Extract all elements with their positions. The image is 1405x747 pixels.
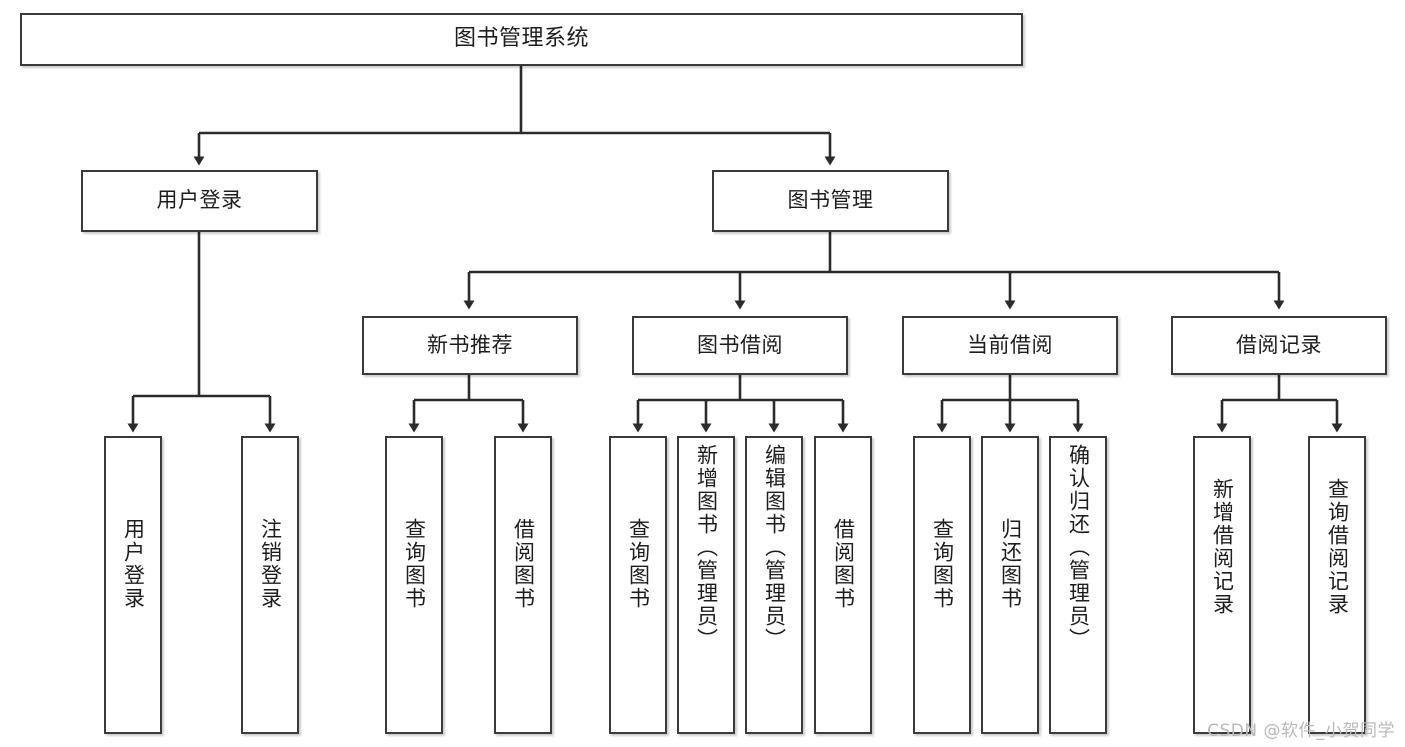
node-label: 查询图书	[402, 518, 427, 610]
node-label: 图书借阅	[697, 332, 783, 357]
node-user-login[interactable]: 用户登录	[81, 170, 318, 232]
node-label: 注销登录	[258, 518, 283, 610]
leaf-borrow-record-add[interactable]: 新增借阅记录	[1193, 436, 1251, 734]
leaf-book-borrow-borrow[interactable]: 借阅图书	[814, 436, 872, 734]
node-label: 用户登录	[121, 518, 146, 610]
node-label: 查询借阅记录	[1325, 478, 1350, 616]
leaf-current-borrow-return[interactable]: 归还图书	[981, 436, 1039, 734]
leaf-current-borrow-confirm[interactable]: 确认归还（管理员）	[1049, 436, 1107, 734]
leaf-user-login-login[interactable]: 用户登录	[104, 436, 162, 734]
leaf-new-book-borrow[interactable]: 借阅图书	[494, 436, 552, 734]
node-label: 新增借阅记录	[1210, 478, 1235, 616]
leaf-current-borrow-query[interactable]: 查询图书	[913, 436, 971, 734]
node-label: 查询图书	[626, 518, 651, 610]
node-borrow-record[interactable]: 借阅记录	[1171, 316, 1387, 375]
node-new-book-recommend[interactable]: 新书推荐	[362, 316, 578, 375]
node-label: 图书管理系统	[453, 26, 589, 52]
leaf-book-borrow-add[interactable]: 新增图书（管理员）	[677, 436, 735, 734]
node-label: 当前借阅	[967, 332, 1053, 357]
node-label: 编辑图书（管理员）	[762, 444, 787, 651]
node-root-system[interactable]: 图书管理系统	[20, 13, 1023, 66]
node-label: 新增图书（管理员）	[694, 444, 719, 651]
node-label: 借阅记录	[1236, 332, 1322, 357]
leaf-borrow-record-query[interactable]: 查询借阅记录	[1308, 436, 1366, 734]
node-label: 查询图书	[930, 518, 955, 610]
node-label: 借阅图书	[831, 518, 856, 610]
node-current-borrow[interactable]: 当前借阅	[902, 316, 1118, 375]
node-label: 新书推荐	[427, 332, 513, 357]
node-label: 图书管理	[787, 188, 874, 213]
node-label: 归还图书	[998, 518, 1023, 610]
leaf-new-book-query[interactable]: 查询图书	[385, 436, 443, 734]
node-book-borrow[interactable]: 图书借阅	[632, 316, 848, 375]
node-label: 借阅图书	[511, 518, 536, 610]
leaf-user-login-logout[interactable]: 注销登录	[241, 436, 299, 734]
node-book-management[interactable]: 图书管理	[712, 170, 949, 232]
node-label: 确认归还（管理员）	[1066, 444, 1091, 651]
node-label: 用户登录	[156, 188, 243, 213]
leaf-book-borrow-query[interactable]: 查询图书	[609, 436, 667, 734]
leaf-book-borrow-edit[interactable]: 编辑图书（管理员）	[745, 436, 803, 734]
watermark-text: CSDN @软件_小贺同学	[1207, 721, 1395, 741]
